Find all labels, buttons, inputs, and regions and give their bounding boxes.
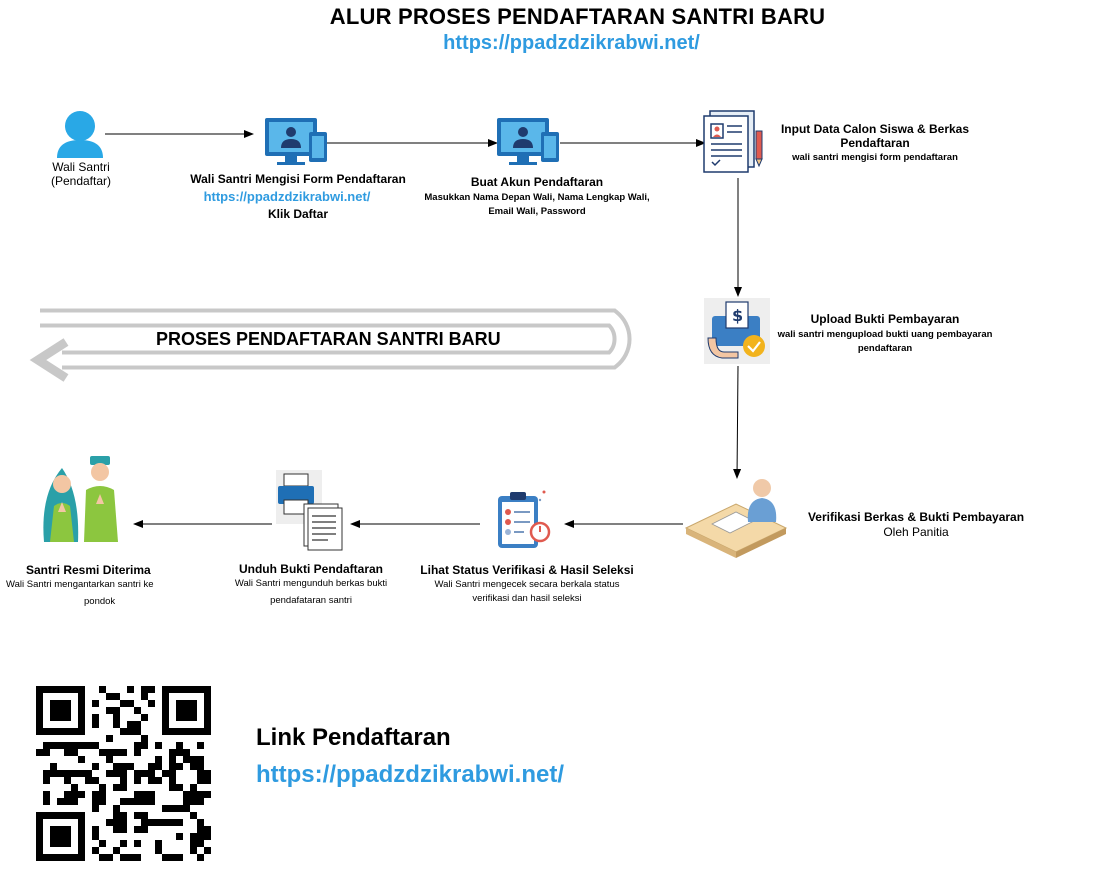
step-wali-line2: (Pendaftar) [50, 174, 112, 188]
step-form-title: Wali Santri Mengisi Form Pendaftaran [190, 172, 406, 186]
step-upload-title: Upload Bukti Pembayaran [810, 312, 960, 326]
step-input: Input Data Calon Siswa & Berkas Pendafta… [770, 122, 980, 165]
step-akun-title: Buat Akun Pendaftaran [470, 175, 604, 189]
step-form-url-link[interactable]: https://ppadzdzikrabwi.net/ [203, 189, 371, 204]
svg-text:$: $ [732, 306, 743, 325]
step-unduh-desc1: Wali Santri mengunduh berkas bukti [234, 578, 388, 589]
step-upload-desc2: pendaftaran [857, 343, 913, 354]
step-status-desc2: verifikasi dan hasil seleksi [472, 593, 582, 604]
step-akun-desc1: Masukkan Nama Depan Wali, Nama Lengkap W… [424, 192, 650, 203]
step-form-action: Klik Daftar [267, 207, 329, 221]
step-resmi-title: Santri Resmi Diterima [26, 563, 151, 577]
step-form: Wali Santri Mengisi Form Pendaftaran htt… [178, 172, 418, 221]
step-akun: Buat Akun Pendaftaran Masukkan Nama Depa… [417, 175, 657, 219]
step-status: Lihat Status Verifikasi & Hasil Seleksi … [406, 563, 648, 606]
link-section-title: Link Pendaftaran [256, 724, 451, 751]
step-input-title2: Pendaftaran [840, 136, 910, 150]
monitor-icon [265, 118, 327, 165]
printer-icon [276, 470, 343, 551]
user-icon [57, 111, 103, 158]
step-wali: Wali Santri (Pendaftar) [40, 160, 122, 188]
step-wali-line1: Wali Santri [52, 160, 110, 174]
loop-arrow [29, 308, 632, 382]
step-verif-title: Verifikasi Berkas & Bukti Pembayaran [807, 510, 1025, 524]
title-url-link[interactable]: https://ppadzdzikrabwi.net/ [443, 32, 700, 54]
step-unduh-title: Unduh Bukti Pendaftaran [238, 562, 383, 576]
step-verif: Verifikasi Berkas & Bukti Pembayaran Ole… [795, 510, 1037, 539]
arrow-upload-to-verif [733, 365, 742, 479]
step-upload: Upload Bukti Pembayaran wali santri meng… [770, 312, 1000, 356]
monitor-icon [497, 118, 559, 165]
step-input-title1: Input Data Calon Siswa & Berkas [780, 122, 970, 136]
qr-code [36, 686, 211, 861]
step-status-desc1: Wali Santri mengecek secara berkala stat… [434, 579, 620, 590]
step-verif-desc: Oleh Panitia [883, 525, 949, 539]
step-input-desc: wali santri mengisi form pendaftaran [792, 152, 958, 163]
upload-payment-icon: $ [704, 298, 770, 364]
connector-arrows [105, 130, 742, 528]
loop-label: PROSES PENDAFTARAN SANTRI BARU [156, 329, 501, 349]
step-akun-desc2: Email Wali, Password [488, 206, 586, 217]
verification-desk-icon [684, 479, 788, 558]
form-document-icon [703, 110, 763, 173]
santri-couple-icon [43, 456, 118, 542]
link-section-url[interactable]: https://ppadzdzikrabwi.net/ [256, 761, 565, 788]
step-resmi-desc2: pondok [84, 596, 116, 607]
step-unduh: Unduh Bukti Pendaftaran Wali Santri meng… [211, 562, 411, 608]
step-status-title: Lihat Status Verifikasi & Hasil Seleksi [420, 563, 634, 577]
step-unduh-desc2: pendafataran santri [270, 595, 352, 606]
step-resmi: Santri Resmi Diterima Wali Santri mengan… [6, 563, 196, 609]
page-title: ALUR PROSES PENDAFTARAN SANTRI BARU [329, 4, 826, 29]
step-resmi-desc1: Wali Santri mengantarkan santri ke [6, 579, 154, 590]
step-upload-desc1: wali santri mengupload bukti uang pembay… [777, 329, 993, 340]
clipboard-check-icon [498, 490, 551, 548]
